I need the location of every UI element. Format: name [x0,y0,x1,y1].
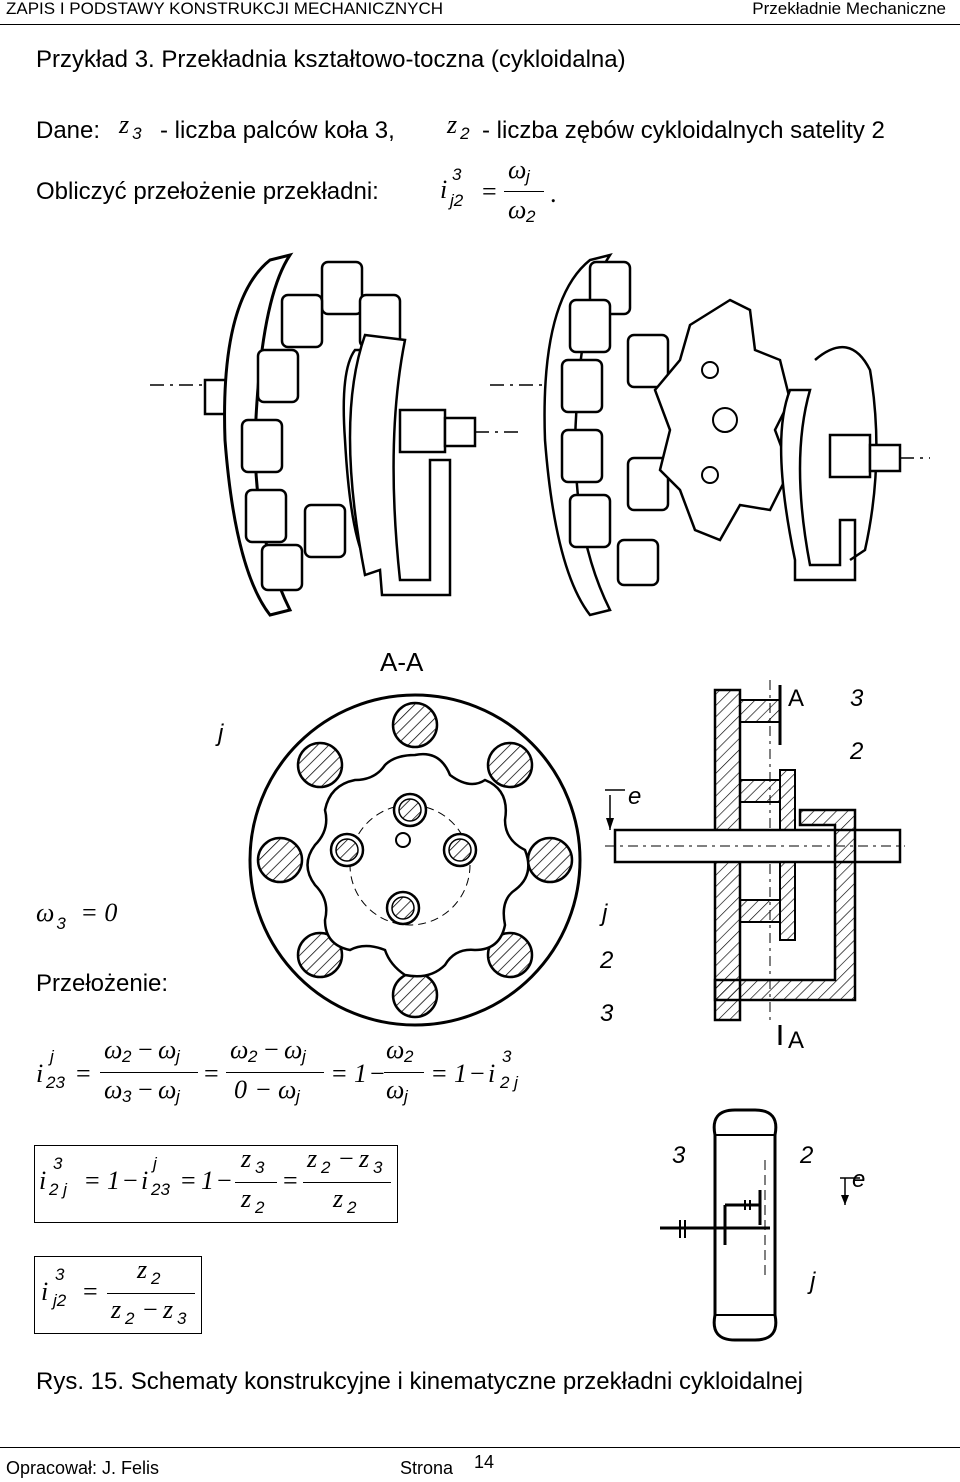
boxed-final-formula: i 3 j2 = z 2 z 2 − z 3 [34,1255,202,1334]
label-3-side: 3 [600,1000,614,1027]
willis-ratio-formula: i j 23 = ω 2 − ω j ω 3 − ω j = ω 2 − ω j… [36,1035,518,1106]
target-ratio-formula: i 3 j2 = ω j ω 2 . [440,155,557,226]
label-j-kinematic: j [810,1268,816,1295]
z2-description: - liczba zębów cykloidalnych satelity 2 [482,117,885,144]
page-footer [0,1447,960,1448]
kinematic-scheme [660,1108,860,1342]
isometric-assembly-drawing [150,252,930,617]
label-e-section: e [628,783,642,810]
ratio-label: Przełożenie: [36,970,169,997]
label-j-side: j [602,900,608,927]
label-3-top: 3 [850,685,864,712]
section-mark-a-bottom: A [788,1027,805,1054]
boxed-ratio-formula: i 3 2 j = 1 − i j 23 = 1 − z 3 z 2 = z 2… [34,1144,398,1223]
label-3-kinematic: 3 [672,1142,686,1169]
section-label: A-A [380,647,424,677]
footer-page-number: 14 [474,1452,495,1472]
label-2-side: 2 [600,947,614,974]
footer-author: Opracował: J. Felis [6,1458,160,1478]
label-j-section: j [218,720,224,747]
figure-caption: Rys. 15. Schematy konstrukcyjne i kinema… [36,1368,804,1395]
given-prefix: Dane: [36,117,101,144]
header-right: Przekładnie Mechaniczne [752,0,946,18]
footer-page-label: Strona [400,1458,454,1478]
label-2-top: 2 [850,738,864,765]
page-header: ZAPIS I PODSTAWY KONSTRUKCJI MECHANICZNY… [0,0,960,25]
label-2-kinematic: 2 [800,1142,814,1169]
page-title: Przykład 3. Przekładnia kształtowo-toczn… [36,46,626,73]
label-e-kinematic: e [852,1166,866,1193]
z3-description: - liczba palców koła 3, [160,117,395,144]
section-mark-a-top: A [788,685,805,712]
task-text: Obliczyć przełożenie przekładni: [36,178,379,205]
cross-section-a-a [248,693,582,1027]
header-left: ZAPIS I PODSTAWY KONSTRUKCJI MECHANICZNY… [6,0,444,18]
side-section-drawing [605,680,905,1045]
